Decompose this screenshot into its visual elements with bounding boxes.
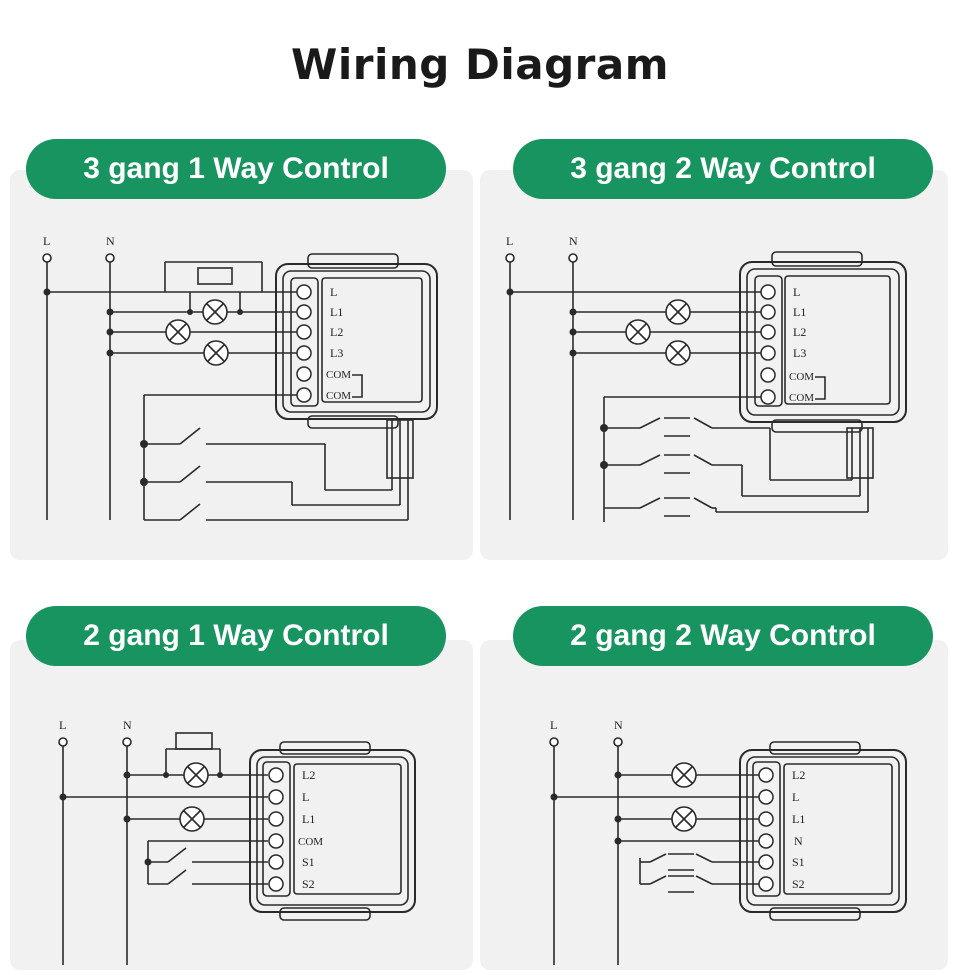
line-label: L [550,718,557,732]
panel-heading: 2 gang 2 Way Control [513,606,933,666]
terminal-label: COM [789,371,814,383]
panel-2gang-1way [10,640,473,970]
panel-3gang-1way [10,170,473,560]
panel-heading: 2 gang 1 Way Control [26,606,446,666]
terminal-label: L1 [302,812,315,826]
neutral-label: N [106,234,115,248]
terminal-label: COM [789,392,814,404]
panel-heading: 3 gang 2 Way Control [513,139,933,199]
terminal-label: L2 [793,325,806,339]
line-label: L [59,718,66,732]
terminal-label: L2 [302,768,315,782]
panel-2gang-2way [480,640,948,970]
neutral-label: N [614,718,623,732]
terminal-label: S1 [792,855,805,869]
neutral-label: N [569,234,578,248]
page-title: Wiring Diagram [291,40,669,89]
terminal-label: COM [326,369,351,381]
terminal-label: L1 [330,305,343,319]
terminal-label: L1 [792,812,805,826]
terminal-label: L [302,790,309,804]
neutral-label: N [123,718,132,732]
terminal-label: L2 [330,325,343,339]
terminal-label: L [330,285,337,299]
line-label: L [43,234,50,248]
terminal-label: L1 [793,305,806,319]
panel-heading: 3 gang 1 Way Control [26,139,446,199]
terminal-label: N [794,834,803,848]
terminal-label: COM [298,836,323,848]
terminal-label: S1 [302,855,315,869]
terminal-label: L [793,285,800,299]
panel-3gang-2way [480,170,948,560]
terminal-label: L3 [793,346,806,360]
terminal-label: S2 [792,877,805,891]
terminal-label: L2 [792,768,805,782]
terminal-label: S2 [302,877,315,891]
terminal-label: L [792,790,799,804]
terminal-label: COM [326,390,351,402]
terminal-label: L3 [330,346,343,360]
line-label: L [506,234,513,248]
